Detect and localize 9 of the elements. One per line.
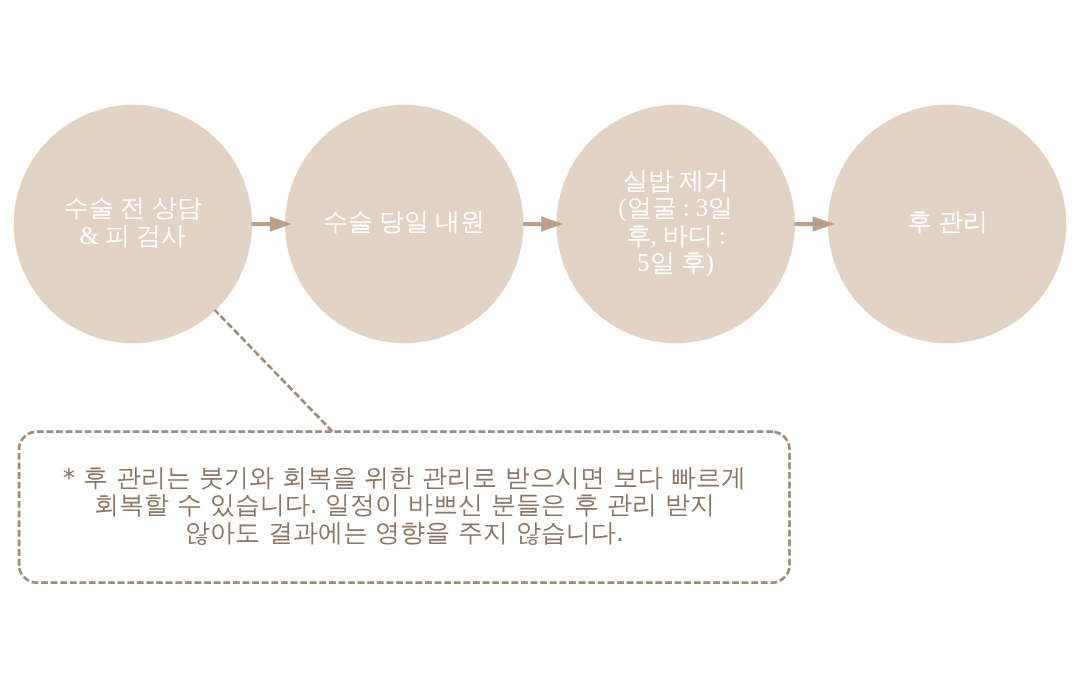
arrow bbox=[523, 216, 564, 232]
arrow bbox=[251, 216, 292, 232]
node-circle: 수술 전 상담 & 피 검사 bbox=[13, 104, 253, 344]
node-box: * 후 관리는 붓기와 회복을 위한 관리로 받으시면 보다 빠르게 회복할 수 있습니다. 일정이 바쁘신 분들은 후 관리 받지 않아도 결과에는 영향을 주지 않습니다. bbox=[17, 430, 791, 584]
connector bbox=[213, 308, 334, 433]
arrow bbox=[794, 216, 835, 232]
node-circle: 후 관리 bbox=[827, 104, 1067, 344]
node-circle: 실밥 제거 (얼굴 : 3일 후, 바디 : 5일 후) bbox=[556, 104, 795, 344]
node-circle: 수술 당일 내원 bbox=[285, 104, 524, 344]
